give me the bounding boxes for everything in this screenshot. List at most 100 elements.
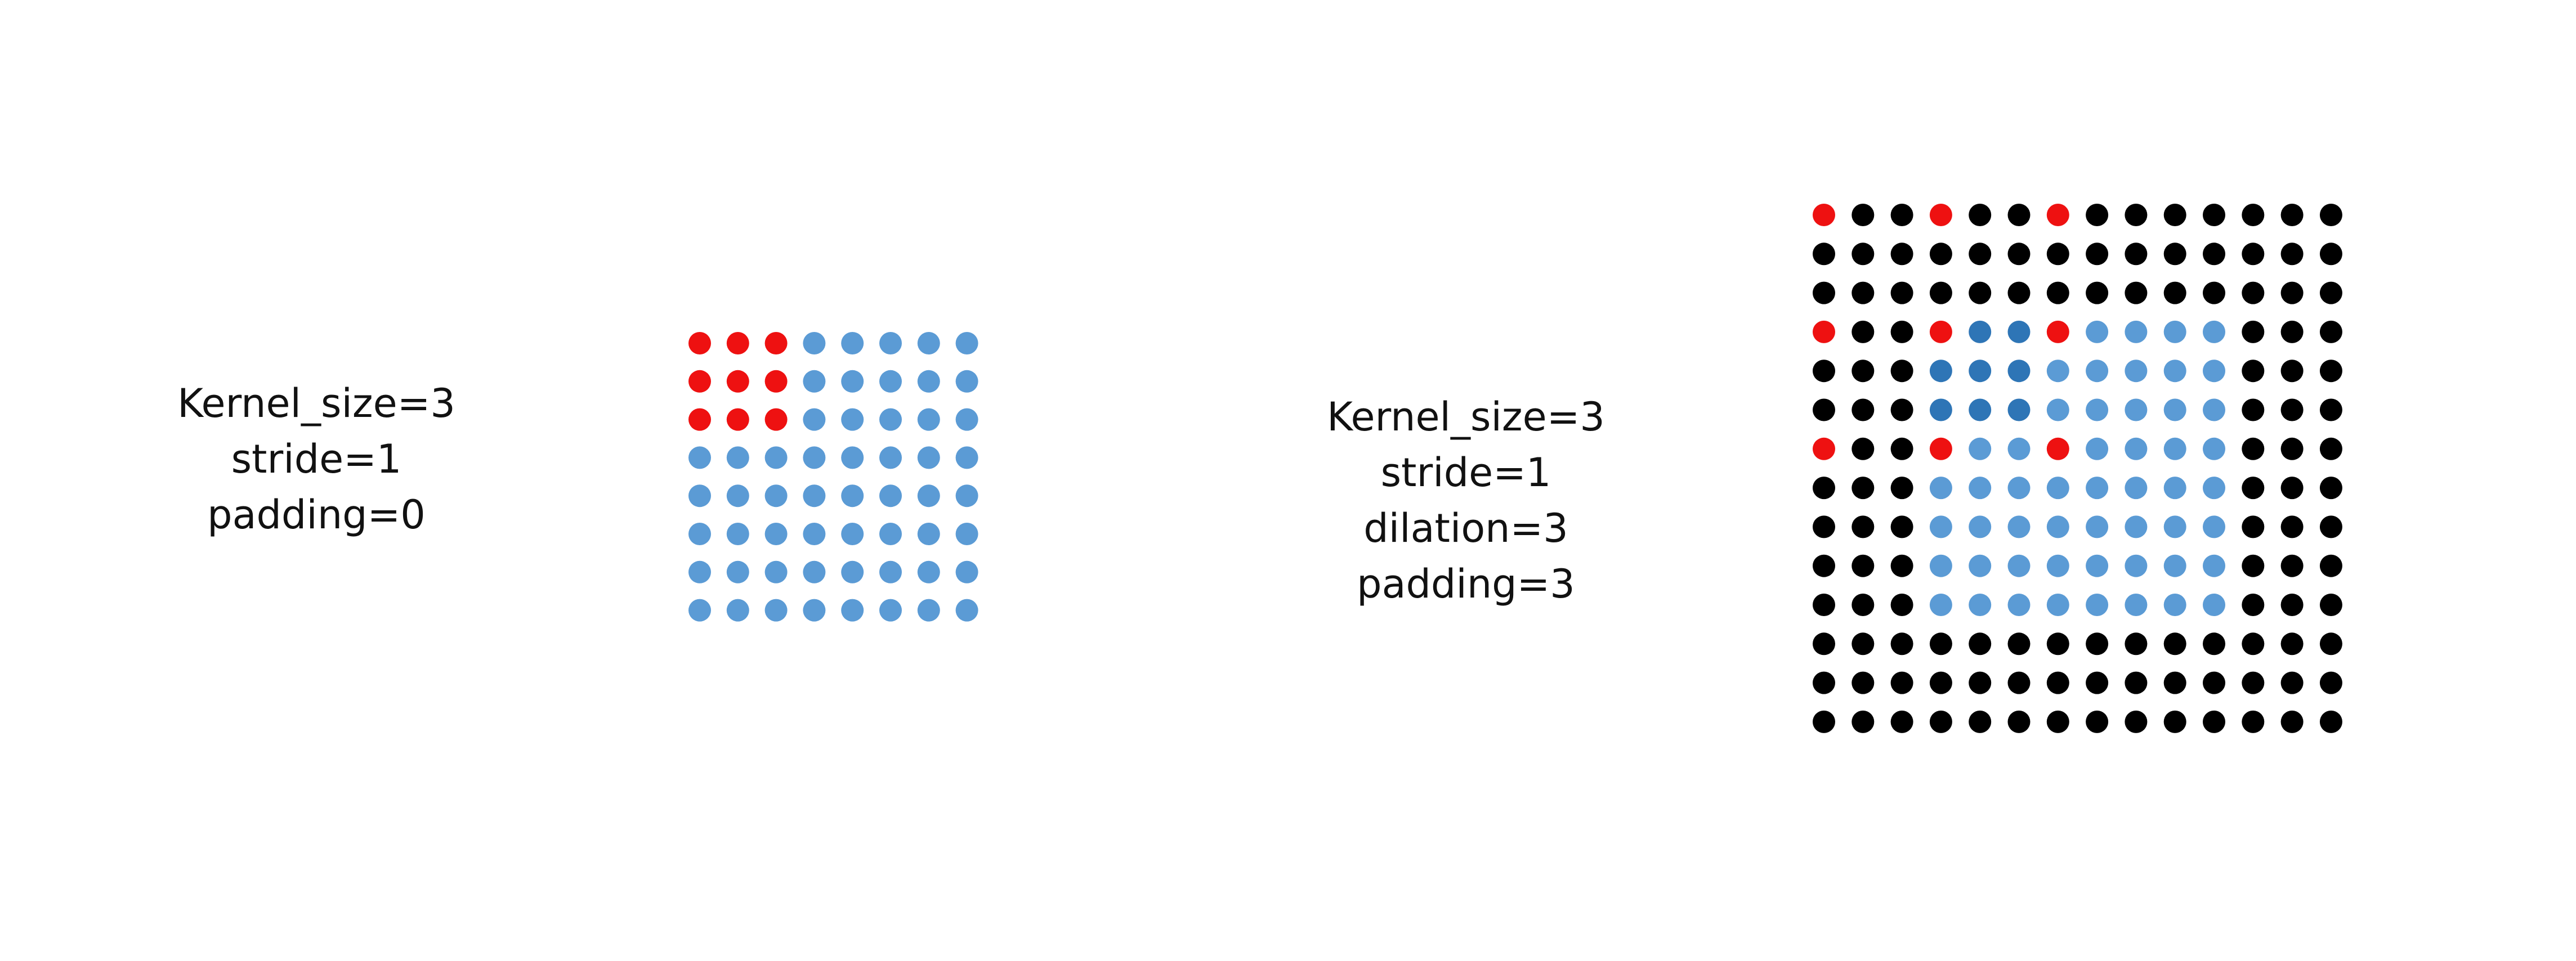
padding-cell: [1852, 281, 1875, 304]
padding-cell: [2163, 243, 2186, 266]
padding-cell: [2242, 437, 2265, 460]
input-cell: [2046, 594, 2069, 616]
padding-cell: [2242, 360, 2265, 383]
padding-cell: [1852, 710, 1875, 733]
input-cell: [2046, 515, 2069, 538]
input-cell: [1929, 554, 1952, 577]
kernel-cell: [764, 370, 788, 393]
padding-cell: [2319, 594, 2342, 616]
padding-cell: [1852, 632, 1875, 655]
padding-cell: [2242, 243, 2265, 266]
input-cell: [955, 408, 978, 431]
padding-cell: [1969, 710, 1992, 733]
receptive-cell: [1969, 398, 1992, 421]
padding-cell: [2242, 594, 2265, 616]
kernel-cell: [2046, 204, 2069, 226]
padding-cell: [2319, 477, 2342, 500]
padding-cell: [2007, 632, 2031, 655]
input-cell: [917, 332, 940, 354]
padding-cell: [2203, 243, 2225, 266]
input-cell: [879, 446, 902, 469]
input-cell: [955, 599, 978, 622]
kernel-cell: [764, 408, 788, 431]
padding-cell: [2280, 710, 2304, 733]
padding-cell: [1969, 204, 1992, 226]
padding-cell: [1969, 632, 1992, 655]
kernel-cell: [1929, 437, 1952, 460]
input-cell: [2163, 515, 2186, 538]
padding-cell: [1890, 671, 1913, 694]
input-cell: [879, 560, 902, 583]
padding-cell: [2242, 320, 2265, 343]
input-cell: [879, 408, 902, 431]
padding-cell: [2203, 281, 2225, 304]
input-cell: [2046, 477, 2069, 500]
kernel-cell: [726, 370, 749, 393]
padding-cell: [2086, 632, 2109, 655]
padding-cell: [2242, 398, 2265, 421]
padding-cell: [2319, 204, 2342, 226]
stride-label: stride=1: [231, 436, 402, 482]
padding-cell: [2203, 204, 2225, 226]
kernel-cell: [1929, 204, 1952, 226]
input-cell: [917, 408, 940, 431]
padding-cell: [2242, 281, 2265, 304]
padding-cell: [2280, 594, 2304, 616]
input-cell: [955, 523, 978, 545]
padding-cell: [1813, 632, 1835, 655]
padding-cell: [2163, 671, 2186, 694]
input-cell: [2203, 398, 2225, 421]
input-cell: [2125, 437, 2148, 460]
padding-cell: [1890, 281, 1913, 304]
padding-cell: [2319, 671, 2342, 694]
padding-cell: [2280, 398, 2304, 421]
padding-cell: [2319, 398, 2342, 421]
padding-cell: [1813, 594, 1835, 616]
receptive-cell: [2007, 320, 2031, 343]
padding-cell: [2007, 710, 2031, 733]
padding-cell: [2007, 243, 2031, 266]
padding-label: padding=0: [207, 492, 426, 538]
input-cell: [2163, 437, 2186, 460]
input-cell: [879, 332, 902, 354]
padding-cell: [1890, 204, 1913, 226]
padding-cell: [2319, 281, 2342, 304]
input-cell: [879, 370, 902, 393]
input-cell: [955, 370, 978, 393]
receptive-cell: [1929, 398, 1952, 421]
padding-cell: [2319, 437, 2342, 460]
input-cell: [726, 523, 749, 545]
input-cell: [2086, 320, 2109, 343]
stride-label: stride=1: [1380, 450, 1551, 496]
padding-cell: [1890, 437, 1913, 460]
input-cell: [726, 484, 749, 508]
input-cell: [2203, 515, 2225, 538]
input-cell: [2203, 437, 2225, 460]
padding-cell: [2280, 477, 2304, 500]
input-cell: [2163, 320, 2186, 343]
padding-cell: [2319, 320, 2342, 343]
padding-cell: [2280, 204, 2304, 226]
padding-cell: [1929, 632, 1952, 655]
padding-cell: [2086, 671, 2109, 694]
receptive-cell: [2007, 360, 2031, 383]
input-cell: [1969, 594, 1992, 616]
input-cell: [726, 446, 749, 469]
padding-cell: [2242, 671, 2265, 694]
input-cell: [2203, 477, 2225, 500]
input-cell: [1929, 594, 1952, 616]
padding-cell: [2242, 515, 2265, 538]
kernel-cell: [1813, 320, 1835, 343]
dilated-conv-grid: [1813, 204, 2342, 733]
input-cell: [917, 523, 940, 545]
input-cell: [2086, 437, 2109, 460]
input-cell: [1929, 515, 1952, 538]
padding-cell: [1969, 671, 1992, 694]
padding-cell: [1852, 243, 1875, 266]
padding-cell: [2280, 360, 2304, 383]
padding-cell: [1852, 204, 1875, 226]
input-cell: [2125, 477, 2148, 500]
kernel-cell: [1813, 204, 1835, 226]
padding-cell: [1813, 243, 1835, 266]
